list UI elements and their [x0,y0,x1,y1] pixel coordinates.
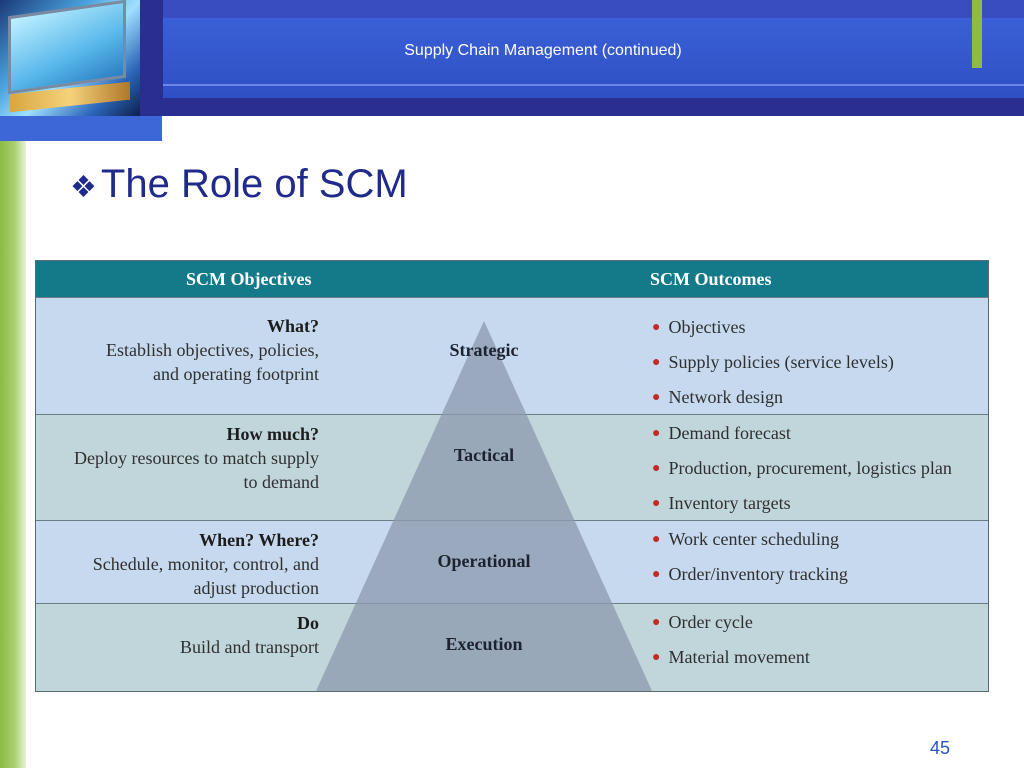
objective-question: How much? [226,424,319,444]
outcome-text: Order/inventory tracking [668,564,848,584]
page-number: 45 [930,738,951,758]
scm-pyramid [316,321,652,691]
list-item: ● Supply policies (service levels) [652,350,894,385]
objective-question: Do [297,613,319,633]
slide-heading: ❖The Role of SCM [70,162,408,207]
bullet-dot-icon: ● [652,390,661,405]
slide-heading-text: The Role of SCM [100,162,408,206]
objective-line: adjust production [193,578,319,598]
objective-question: When? Where? [199,530,319,550]
header-bottom-strip [163,98,1024,116]
outcome-text: Supply policies (service levels) [668,352,894,372]
objective-cell: Do Build and transport [36,611,319,659]
outcome-text: Work center scheduling [668,529,839,549]
list-item: ● Order cycle [652,610,810,645]
list-item: ● Production, procurement, logistics plan [652,456,952,491]
computer-photo [0,0,140,116]
bullet-dot-icon: ● [652,496,661,511]
list-item: ● Order/inventory tracking [652,562,848,597]
outcomes-list: ● Order cycle ● Material movement [652,610,810,680]
outcome-text: Order cycle [668,612,753,632]
objectives-column-header: SCM Objectives [186,269,312,289]
left-green-stripe [0,141,26,768]
objective-line: Establish objectives, policies, [106,340,319,360]
bullet-dot-icon: ● [652,567,661,582]
table-row-strategic: What? Establish objectives, policies, an… [36,297,988,414]
level-label-operational: Operational [437,551,531,571]
outcome-text: Network design [668,387,783,407]
bullet-dot-icon: ● [652,426,661,441]
objective-line: Schedule, monitor, control, and [92,554,319,574]
slide-header-title: Supply Chain Management (continued) [404,42,682,59]
outcome-text: Inventory targets [668,493,791,513]
level-label-execution: Execution [445,634,523,654]
list-item: ● Objectives [652,315,894,350]
bullet-dot-icon: ● [652,615,661,630]
bullet-dot-icon: ● [652,320,661,335]
scm-table: SCM Objectives SCM Outcomes What? Establ… [35,260,989,692]
bullet-dot-icon: ● [652,532,661,547]
level-label-strategic: Strategic [449,340,519,360]
header-top-strip [163,0,1024,18]
bullet-dot-icon: ● [652,355,661,370]
list-item: ● Work center scheduling [652,527,848,562]
objective-line: Build and transport [180,637,319,657]
objective-line: and operating footprint [153,364,319,384]
objective-line: to demand [243,472,319,492]
header-divider [163,84,1024,86]
outcomes-list: ● Demand forecast ● Production, procuremen… [652,421,952,526]
outcomes-list: ● Objectives ● Supply policies (service le… [652,315,894,420]
diamond-bullet-icon: ❖ [70,171,97,204]
outcomes-list: ● Work center scheduling ● Order/inventory… [652,527,848,597]
objective-question: What? [266,316,319,336]
outcome-text: Material movement [668,647,810,667]
outcome-text: Demand forecast [668,423,791,443]
list-item: ● Material movement [652,645,810,680]
objective-cell: When? Where? Schedule, monitor, control,… [36,528,319,600]
bullet-dot-icon: ● [652,461,661,476]
objective-cell: What? Establish objectives, policies, an… [36,314,319,386]
outcome-text: Production, procurement, logistics plan [668,458,952,478]
list-item: ● Demand forecast [652,421,952,456]
bullet-dot-icon: ● [652,650,661,665]
list-item: ● Inventory targets [652,491,952,526]
level-label-tactical: Tactical [453,445,515,465]
green-accent-bar [972,0,982,68]
monitor-screen [8,0,126,95]
pyramid-shape [316,321,652,691]
list-item: ● Network design [652,385,894,420]
outcome-text: Objectives [668,317,746,337]
table-header: SCM Objectives SCM Outcomes [36,261,988,297]
header-corner-block [0,116,162,141]
objective-cell: How much? Deploy resources to match supp… [36,422,319,494]
objective-line: Deploy resources to match supply [74,448,319,468]
outcomes-column-header: SCM Outcomes [650,269,772,289]
